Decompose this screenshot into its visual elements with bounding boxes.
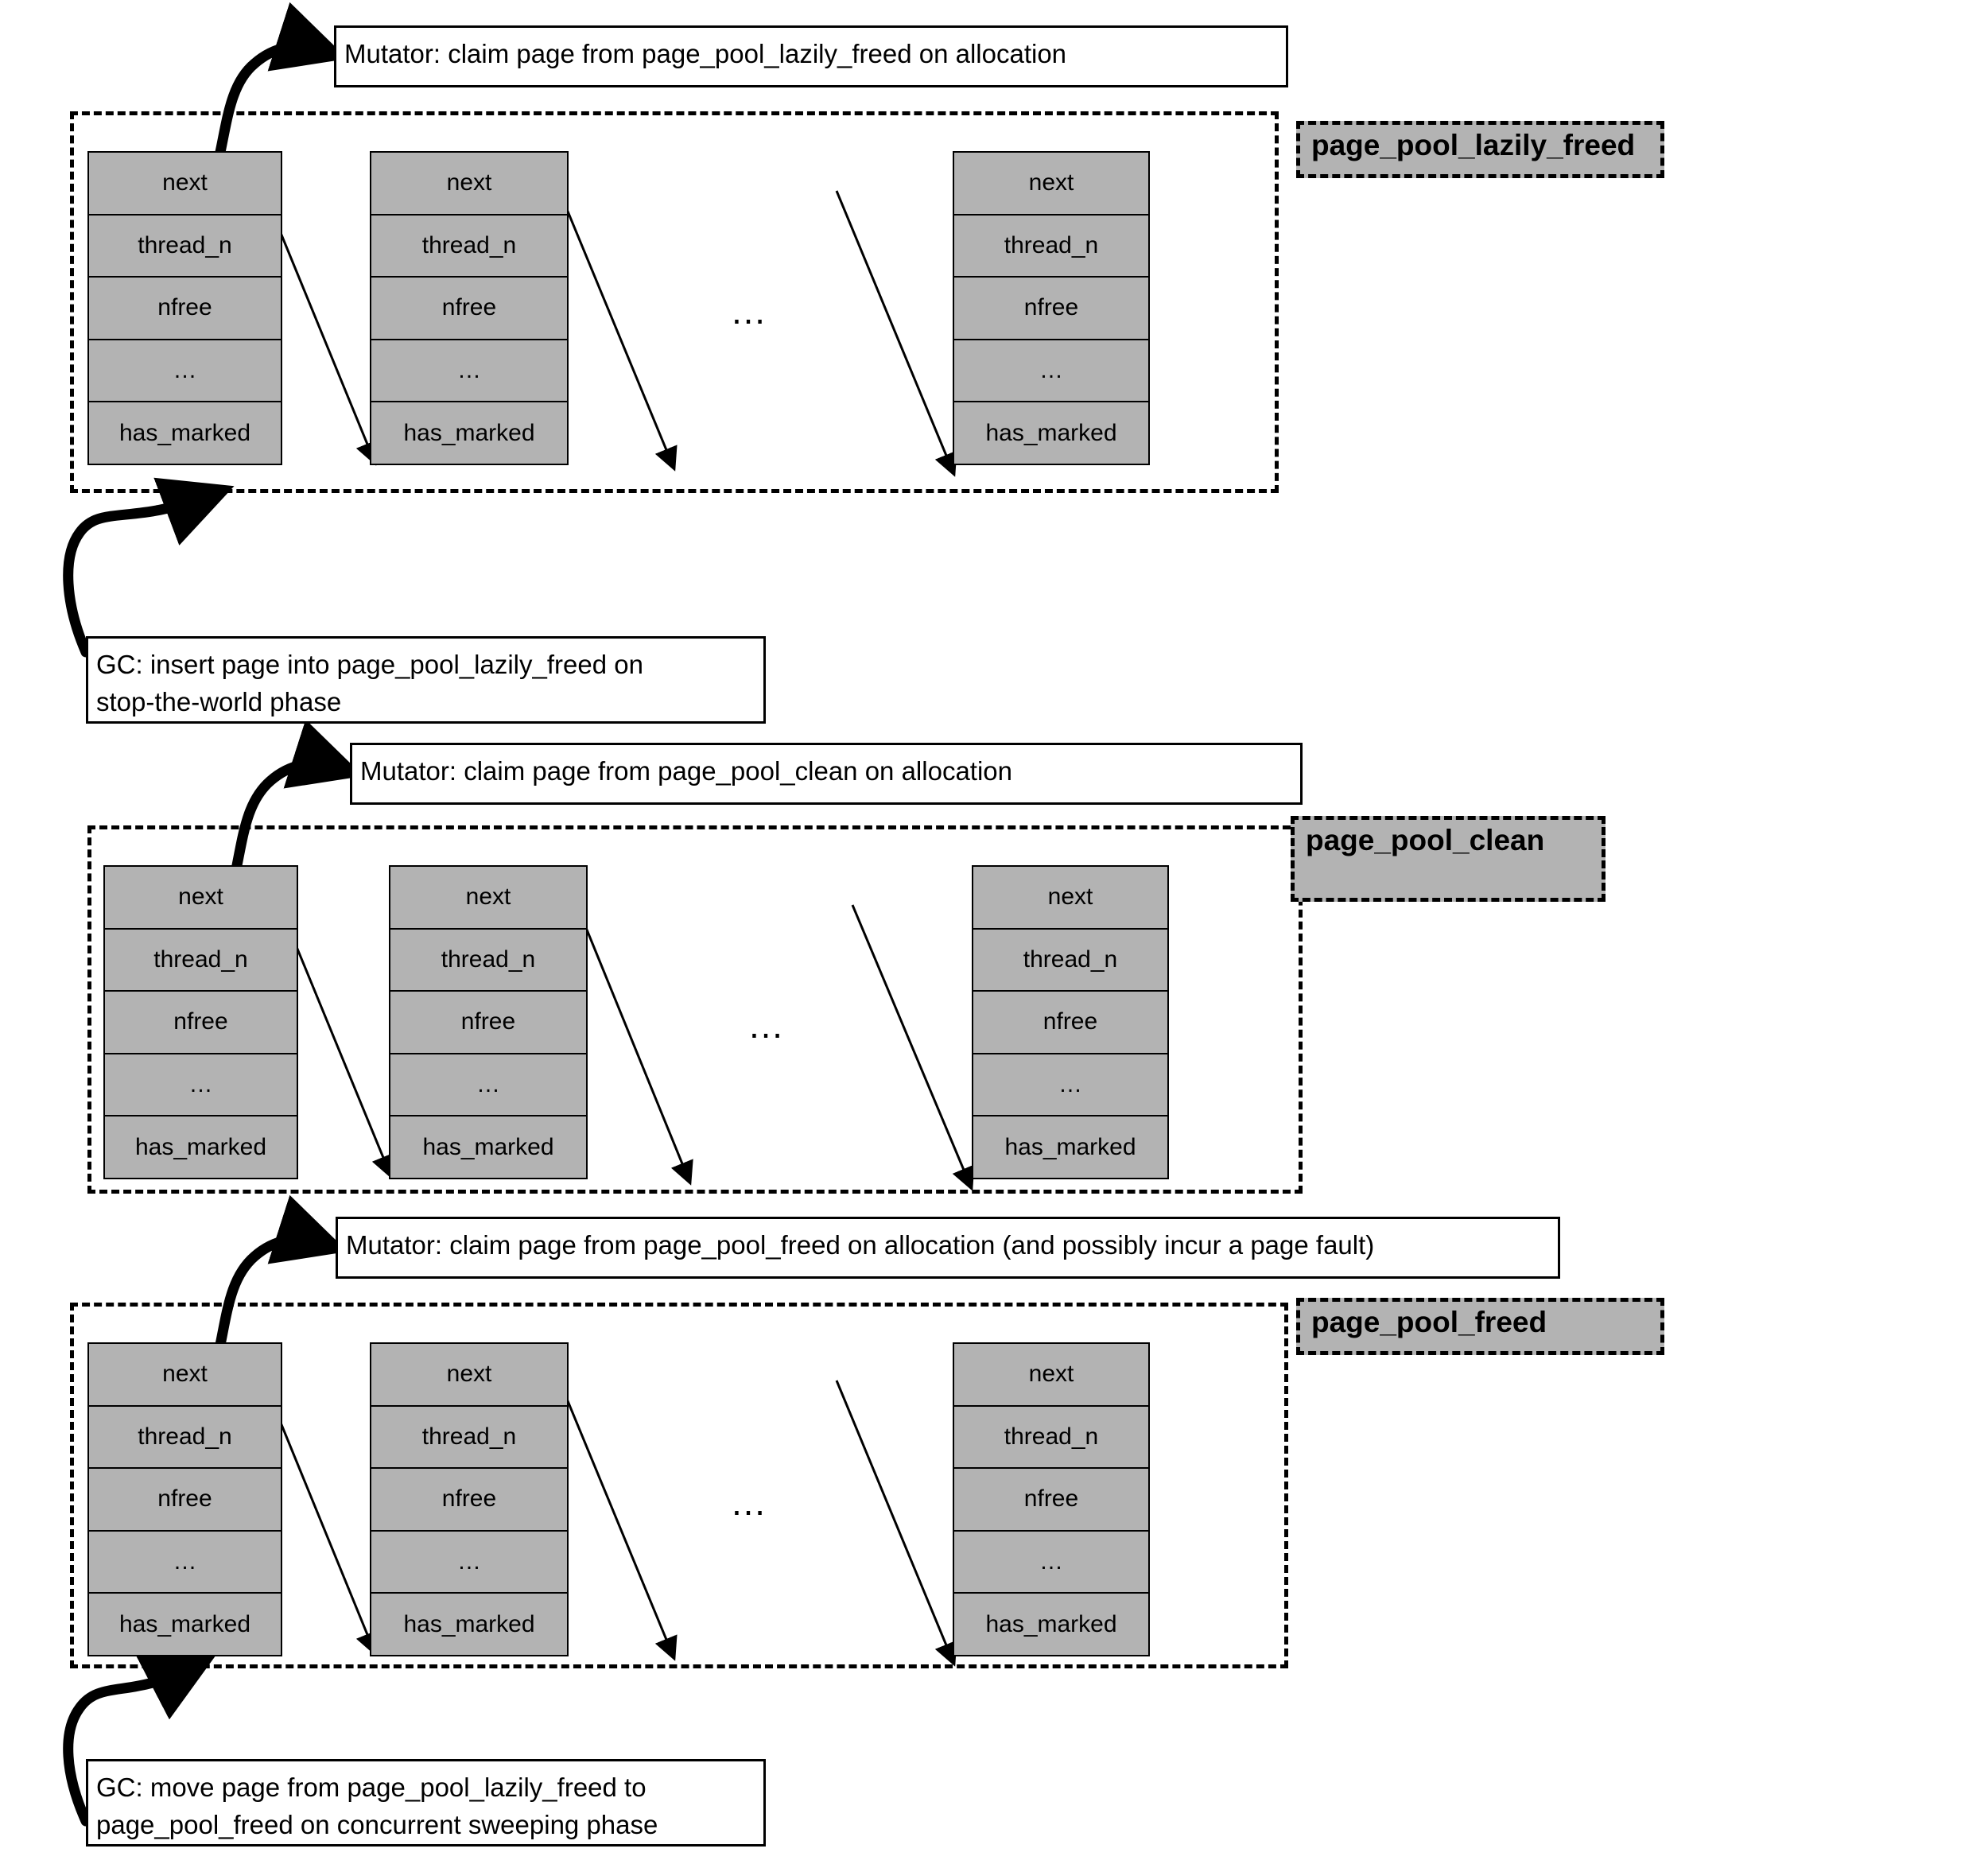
nodes-ellipsis: …: [730, 290, 771, 332]
node-field-nfree: nfree: [89, 278, 281, 340]
callout-line: Mutator: claim page from page_pool_lazil…: [344, 39, 1067, 68]
node-field-ellipsis: …: [954, 1532, 1148, 1594]
node-field-has-marked: has_marked: [985, 1610, 1117, 1637]
pool-tag-page-pool-lazily-freed: page_pool_lazily_freed: [1296, 121, 1664, 178]
pool-1-gc-insert-arrow: [63, 477, 235, 658]
node-field-has-marked: has_marked: [118, 419, 251, 446]
callout-line-2: stop-the-world phase: [96, 686, 342, 716]
pool-container-page-pool-freed: [70, 1303, 1288, 1668]
callout-line: Mutator: claim page from page_pool_clean…: [360, 756, 1013, 786]
callout-gc-insert-lazily-freed: GC: insert page into page_pool_lazily_fr…: [86, 636, 766, 724]
node-field-thread-n: thread_n: [371, 1407, 567, 1470]
page-node[interactable]: next thread_n nfree … has_marked: [953, 151, 1150, 465]
node-field-next: next: [371, 1344, 567, 1407]
node-field-next: next: [954, 1344, 1148, 1407]
node-field-nfree: nfree: [371, 278, 567, 340]
page-node[interactable]: next thread_n nfree … has_marked: [370, 1342, 569, 1656]
pool-container-page-pool-clean: [87, 825, 1303, 1194]
pool-tag-label: page_pool_clean: [1306, 824, 1545, 856]
node-field-nfree: nfree: [371, 1469, 567, 1532]
page-node[interactable]: next thread_n nfree … has_marked: [87, 151, 282, 465]
node-field-ellipsis: …: [390, 1054, 586, 1117]
node-field-next: next: [390, 867, 586, 930]
node-field-has-marked: has_marked: [134, 1133, 267, 1160]
node-field-thread-n: thread_n: [371, 216, 567, 278]
node-field-ellipsis: …: [105, 1054, 297, 1117]
page-node[interactable]: next thread_n nfree … has_marked: [103, 865, 298, 1179]
node-field-ellipsis: …: [371, 1532, 567, 1594]
node-field-thread-n: thread_n: [954, 216, 1148, 278]
node-field-thread-n: thread_n: [973, 930, 1167, 992]
callout-line-1: GC: insert page into page_pool_lazily_fr…: [96, 650, 643, 679]
node-field-thread-n: thread_n: [105, 930, 297, 992]
page-node[interactable]: next thread_n nfree … has_marked: [972, 865, 1169, 1179]
callout-line-2: page_pool_freed on concurrent sweeping p…: [96, 1809, 658, 1839]
node-field-thread-n: thread_n: [89, 1407, 281, 1470]
callout-mutator-lazily-freed: Mutator: claim page from page_pool_lazil…: [334, 25, 1288, 87]
callout-line: Mutator: claim page from page_pool_freed…: [346, 1230, 1375, 1260]
pool-container-page-pool-lazily-freed: [70, 111, 1279, 493]
node-field-ellipsis: …: [973, 1054, 1167, 1117]
page-node[interactable]: next thread_n nfree … has_marked: [370, 151, 569, 465]
node-field-next: next: [954, 153, 1148, 216]
node-field-next: next: [973, 867, 1167, 930]
pool-tag-label: page_pool_freed: [1311, 1306, 1547, 1338]
node-field-has-marked: has_marked: [422, 1133, 554, 1160]
node-field-next: next: [371, 153, 567, 216]
node-field-ellipsis: …: [954, 340, 1148, 403]
page-node[interactable]: next thread_n nfree … has_marked: [953, 1342, 1150, 1656]
callout-gc-move-to-freed: GC: move page from page_pool_lazily_free…: [86, 1759, 766, 1847]
node-field-next: next: [89, 1344, 281, 1407]
node-field-has-marked: has_marked: [985, 419, 1117, 446]
node-field-nfree: nfree: [954, 1469, 1148, 1532]
node-field-next: next: [89, 153, 281, 216]
node-field-has-marked: has_marked: [118, 1610, 251, 1637]
callout-line-1: GC: move page from page_pool_lazily_free…: [96, 1773, 646, 1802]
pool-tag-page-pool-freed: page_pool_freed: [1296, 1298, 1664, 1355]
node-field-has-marked: has_marked: [403, 1610, 535, 1637]
node-field-has-marked: has_marked: [1004, 1133, 1136, 1160]
node-field-ellipsis: …: [89, 340, 281, 403]
pool-tag-page-pool-clean: page_pool_clean: [1291, 816, 1606, 902]
node-field-nfree: nfree: [973, 992, 1167, 1054]
node-field-next: next: [105, 867, 297, 930]
node-field-thread-n: thread_n: [954, 1407, 1148, 1470]
node-field-thread-n: thread_n: [390, 930, 586, 992]
callout-mutator-freed: Mutator: claim page from page_pool_freed…: [336, 1217, 1560, 1279]
page-node[interactable]: next thread_n nfree … has_marked: [87, 1342, 282, 1656]
page-node[interactable]: next thread_n nfree … has_marked: [389, 865, 588, 1179]
node-field-nfree: nfree: [89, 1469, 281, 1532]
callout-mutator-clean: Mutator: claim page from page_pool_clean…: [350, 743, 1303, 805]
nodes-ellipsis: …: [730, 1481, 771, 1523]
node-field-ellipsis: …: [371, 340, 567, 403]
node-field-ellipsis: …: [89, 1532, 281, 1594]
pool-tag-label: page_pool_lazily_freed: [1311, 129, 1636, 161]
node-field-nfree: nfree: [954, 278, 1148, 340]
node-field-nfree: nfree: [105, 992, 297, 1054]
node-field-has-marked: has_marked: [403, 419, 535, 446]
node-field-nfree: nfree: [390, 992, 586, 1054]
nodes-ellipsis: …: [747, 1004, 789, 1046]
node-field-thread-n: thread_n: [89, 216, 281, 278]
